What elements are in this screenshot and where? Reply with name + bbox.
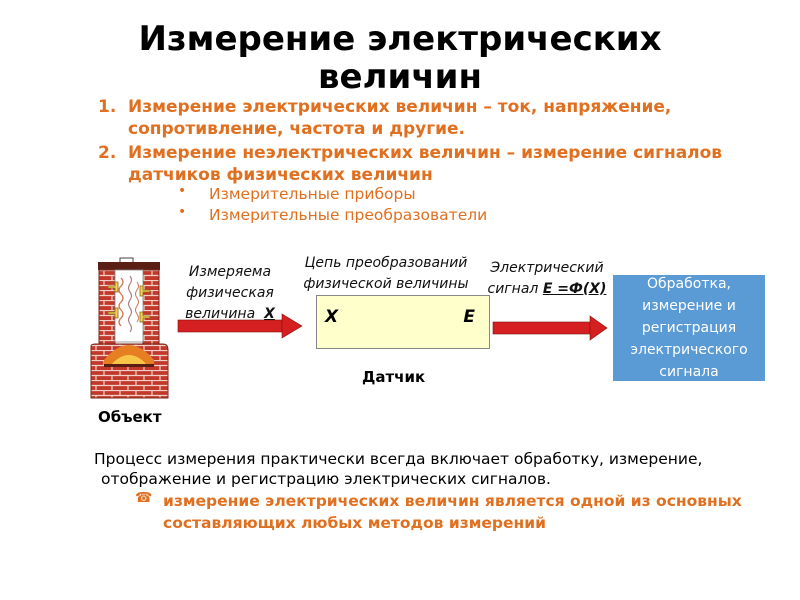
bullet-dot-icon: •	[178, 204, 187, 220]
bullet-item: • Измерительные преобразователи	[178, 204, 488, 226]
bullet-text: Измерительные преобразователи	[209, 206, 488, 224]
bullet-dot-icon: •	[178, 183, 187, 199]
conversion-chain-label: Цепь преобразований физической величины	[296, 253, 476, 295]
measured-quantity-label: Измеряема физическая величина X	[178, 262, 282, 325]
bullet-item: • Измерительные приборы	[178, 183, 487, 205]
list-item-text: Измерение неэлектрических величин – изме…	[128, 143, 723, 185]
list-item: 1. Измерение электрических величин – ток…	[98, 96, 758, 140]
list-item-number: 2.	[98, 143, 117, 163]
list-item-text: Измерение электрических величин – ток, н…	[128, 97, 672, 139]
phone-icon: ☎	[135, 490, 153, 506]
label-line: Цепь преобразований	[304, 255, 468, 271]
signal-formula: E =Ф(X)	[542, 281, 607, 297]
output-arrow	[492, 315, 608, 341]
label-line: сигнал	[487, 281, 539, 297]
label-line: физическая	[186, 285, 274, 301]
process-paragraph: Процесс измерения практически всегда вкл…	[94, 449, 734, 489]
list-item-number: 1.	[98, 97, 117, 117]
measured-symbol: X	[264, 306, 275, 322]
bullet-text: Измерительные приборы	[209, 185, 416, 203]
note-text: измерение электрических величин является…	[163, 492, 742, 532]
sensor-box: X E	[316, 295, 490, 349]
label-line: Измеряема	[188, 264, 272, 280]
electric-signal-label: Электрический сигнал E =Ф(X)	[480, 258, 614, 300]
note-item: ☎ измерение электрических величин являет…	[135, 490, 775, 534]
list-item: 2. Измерение неэлектрических величин – и…	[98, 142, 758, 186]
furnace-icon	[90, 257, 169, 399]
processing-text: Обработка, измерение и регистрация элект…	[630, 276, 748, 380]
paragraph-line: Процесс измерения практически всегда вкл…	[94, 450, 703, 468]
label-line: физической величины	[303, 276, 469, 292]
label-line: Электрический	[490, 260, 604, 276]
processing-box: Обработка, измерение и регистрация элект…	[613, 275, 765, 381]
sensor-input-label: X	[325, 307, 339, 327]
sub-bullet-list: • Измерительные приборы • Измерительные …	[178, 183, 488, 226]
slide-title: Измерение электрических величин	[138, 19, 662, 97]
paragraph-line: отображение и регистрацию электрических …	[101, 470, 551, 488]
sensor-caption: Датчик	[362, 368, 426, 386]
sensor-output-label: E	[463, 307, 475, 327]
object-caption: Объект	[98, 408, 162, 426]
input-arrow	[177, 313, 303, 339]
label-line: величина	[185, 306, 256, 322]
numbered-list: 1. Измерение электрических величин – ток…	[98, 96, 758, 188]
